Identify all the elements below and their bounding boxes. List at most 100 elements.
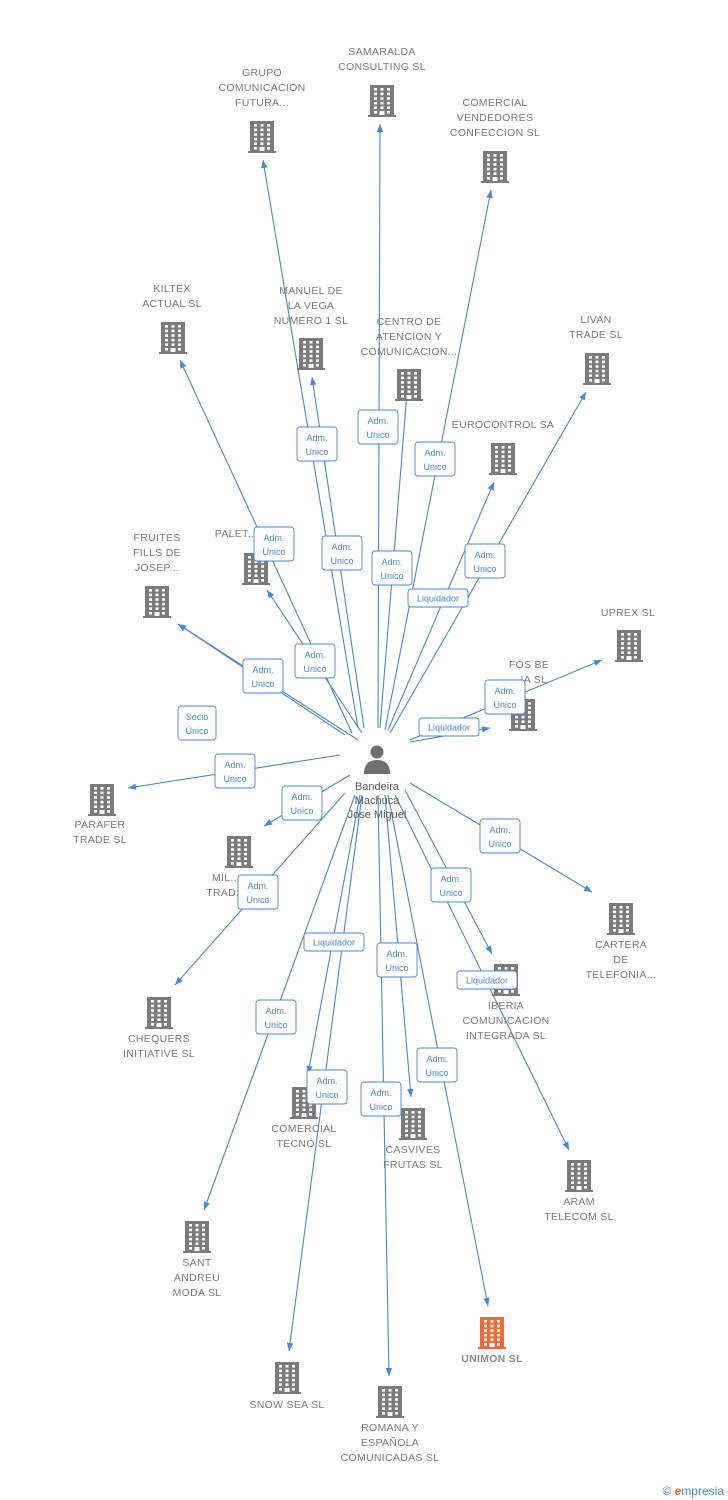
company-node-uprex[interactable]: UPREX SL [601,607,655,662]
building-icon [565,1160,593,1192]
relation-badge[interactable]: Adm.Unico [321,535,363,571]
building-icon [583,353,611,385]
building-icon [248,121,276,153]
company-label: IBERIA [488,1000,524,1012]
relation-badge[interactable]: Liquidador [456,970,518,990]
relation-label: Liquidador [466,976,508,986]
relation-label: Liquidador [313,938,355,948]
relation-badge[interactable]: Adm.Unico [430,867,472,903]
relation-badge[interactable]: Liquidador [303,932,365,952]
building-icon [290,1087,318,1119]
arrowhead [481,726,490,733]
relation-label: Unico [246,895,269,905]
relation-label: Adm. [494,686,515,696]
relation-label: Adm. [489,825,510,835]
relation-label: Unico [290,806,313,816]
relation-badge[interactable]: Adm.Unico [376,942,418,978]
relation-label: Adm. [263,533,284,543]
company-label: TRADE SL [569,329,623,341]
arrowhead [286,1342,294,1351]
relation-badge[interactable]: Adm.Unico [360,1081,402,1117]
company-label: ANDREU [174,1272,220,1284]
person-name: Jose Miguel [348,809,407,821]
relation-label: Unico [473,564,496,574]
company-label: UNIMON SL [461,1353,523,1365]
arrowhead [267,590,275,599]
company-node-mil[interactable]: MIL...TRAD... [206,836,253,899]
relation-badge[interactable]: Adm.Unico [371,550,413,586]
company-node-snowsea[interactable]: SNOW SEA SL [249,1362,324,1411]
company-node-grupo[interactable]: GRUPOCOMUNICACIONFUTURA... [218,67,305,153]
company-label: LIVAN [580,314,611,326]
company-label: TELECOM SL [544,1211,614,1223]
company-label: SAMARALDA [348,46,415,58]
relation-badge[interactable]: Adm.Unico [253,526,295,562]
relation-badge[interactable]: Adm.Unico [255,999,297,1035]
arrowhead [483,1297,490,1306]
relation-label: Unico [493,700,516,710]
company-label: NUMERO 1 SL [274,315,348,327]
relation-badge[interactable]: Liquidador [418,717,480,737]
relation-label: Unico [305,447,328,457]
company-label: EUROCONTROL SA [452,419,554,431]
building-icon [607,903,635,935]
building-icon [159,322,187,354]
footer-brand[interactable]: © empresia [662,1484,724,1498]
relation-badge[interactable]: Adm.Unico [357,409,399,445]
company-label: FUTURA... [235,97,289,109]
relation-badge[interactable]: Adm.Unico [414,441,456,477]
relation-badge[interactable]: Adm. Unico [416,1047,458,1083]
company-label: PALET... [215,528,257,540]
relation-label: Adm. [426,1054,447,1064]
relation-label: Adm. [381,557,402,567]
company-label: FRUITES [133,532,180,544]
relation-label: Único [185,726,208,736]
relation-badge[interactable]: Adm.Unico [214,753,256,789]
relation-badge[interactable]: Adm. Unico [484,679,526,715]
person-name: Machuca [355,795,401,807]
relation-label: Adm. [247,881,268,891]
company-label: ATENCION Y [376,331,442,343]
company-label: COMUNICACION... [361,346,458,358]
relation-badge[interactable]: Adm. Unico [237,874,279,910]
relation-badge[interactable]: Adm.Unico [242,658,284,694]
relation-label: Unico [425,1068,448,1078]
person-name: Bandeira [355,781,400,793]
company-node-unimon[interactable]: UNIMON SL [461,1317,523,1365]
relation-badge[interactable]: Adm.Unico [479,818,521,854]
company-node-eurocontrol[interactable]: EUROCONTROL SA [452,419,554,475]
relation-label: Adm. [424,448,445,458]
company-node-cartera[interactable]: CARTERADETELEFONIA... [586,903,657,981]
relation-badge[interactable]: Adm.Unico [296,426,338,462]
company-label: PARAFER [75,819,126,831]
company-label: MANUEL DE [279,285,343,297]
building-icon [368,85,396,117]
building-icon [615,630,643,662]
building-icon [395,369,423,401]
building-icon [273,1362,301,1394]
relation-badge[interactable]: Liquidador [407,588,469,608]
relation-badge[interactable]: Adm.Unico [306,1069,348,1105]
company-label: COMUNICACION [462,1015,549,1027]
company-node-livan[interactable]: LIVAN TRADE SL [569,314,623,385]
building-icon [481,151,509,183]
relation-badge[interactable]: Adm.Unico [464,543,506,579]
relation-badge[interactable]: Adm.Unico [294,643,336,679]
relation-badge[interactable]: Adm.Unico [281,785,323,821]
